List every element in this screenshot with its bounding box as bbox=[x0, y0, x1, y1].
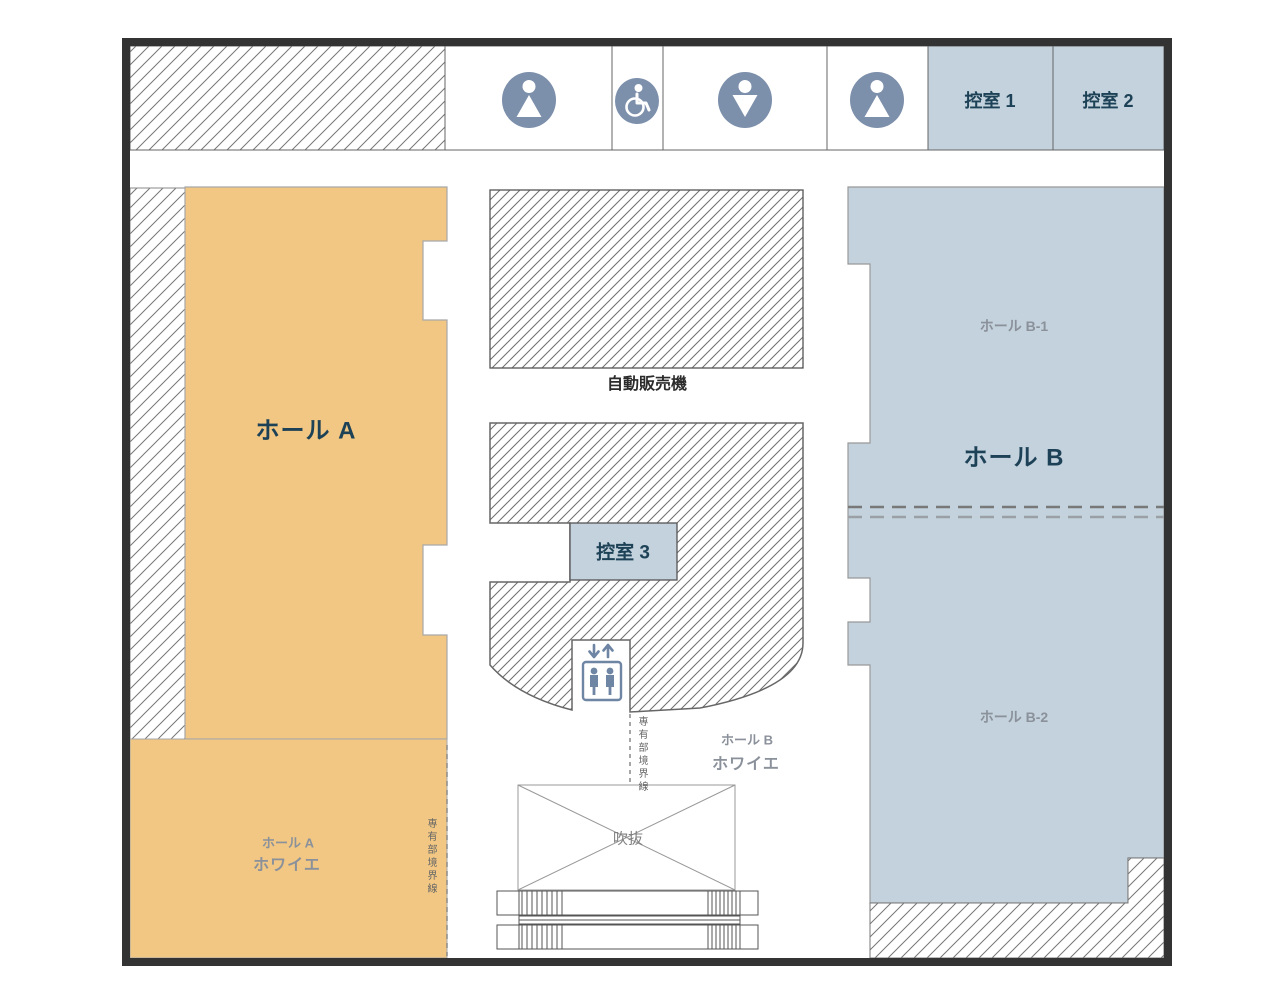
waiting-room-1-label: 控室 1 bbox=[964, 91, 1016, 111]
hall-b2-label: ホール B-2 bbox=[979, 709, 1049, 725]
waiting-room-3-label: 控室 3 bbox=[596, 542, 650, 564]
building-wall-outline bbox=[122, 38, 1172, 966]
hall-a-hatched-strip bbox=[129, 187, 186, 740]
waiting-room-3-area bbox=[569, 522, 678, 581]
hall-b1-label: ホール B-1 bbox=[979, 318, 1049, 334]
center-boundary-label: 専有部境界線 bbox=[636, 716, 647, 794]
waiting-room-1-area bbox=[927, 45, 1054, 151]
restroom-person-alt-icon bbox=[718, 72, 772, 128]
hall-a-area bbox=[184, 186, 448, 740]
hall-a-foyer-label-line2: ホワイエ bbox=[253, 857, 321, 874]
hatched-service-block bbox=[129, 45, 446, 151]
atrium-label: 吹抜 bbox=[612, 830, 644, 848]
atrium-area bbox=[517, 784, 736, 891]
escalator-area bbox=[496, 890, 759, 950]
waiting-room-2-label: 控室 2 bbox=[1082, 91, 1134, 111]
restroom-person-icon-2 bbox=[850, 72, 904, 128]
hall-b-foyer-label-line2: ホワイエ bbox=[712, 756, 780, 773]
vending-machine-area bbox=[489, 189, 804, 369]
hall-a-label: ホール A bbox=[255, 417, 357, 445]
vending-machine-label: 自動販売機 bbox=[606, 376, 688, 393]
waiting-room-2-area bbox=[1052, 45, 1165, 151]
restroom-person-icon bbox=[502, 72, 556, 128]
wheelchair-icon bbox=[615, 78, 659, 124]
elevator-icon bbox=[581, 643, 623, 702]
hall-b-label: ホール B bbox=[963, 444, 1065, 472]
hall-a-foyer-area bbox=[129, 738, 448, 959]
hall-a-foyer-label-line1: ホール A bbox=[261, 835, 315, 851]
hall-b-foyer-label-line1: ホール B bbox=[720, 732, 774, 748]
hall-b-area bbox=[847, 186, 1165, 904]
hall-a-boundary-label: 専有部境界線 bbox=[425, 818, 436, 896]
